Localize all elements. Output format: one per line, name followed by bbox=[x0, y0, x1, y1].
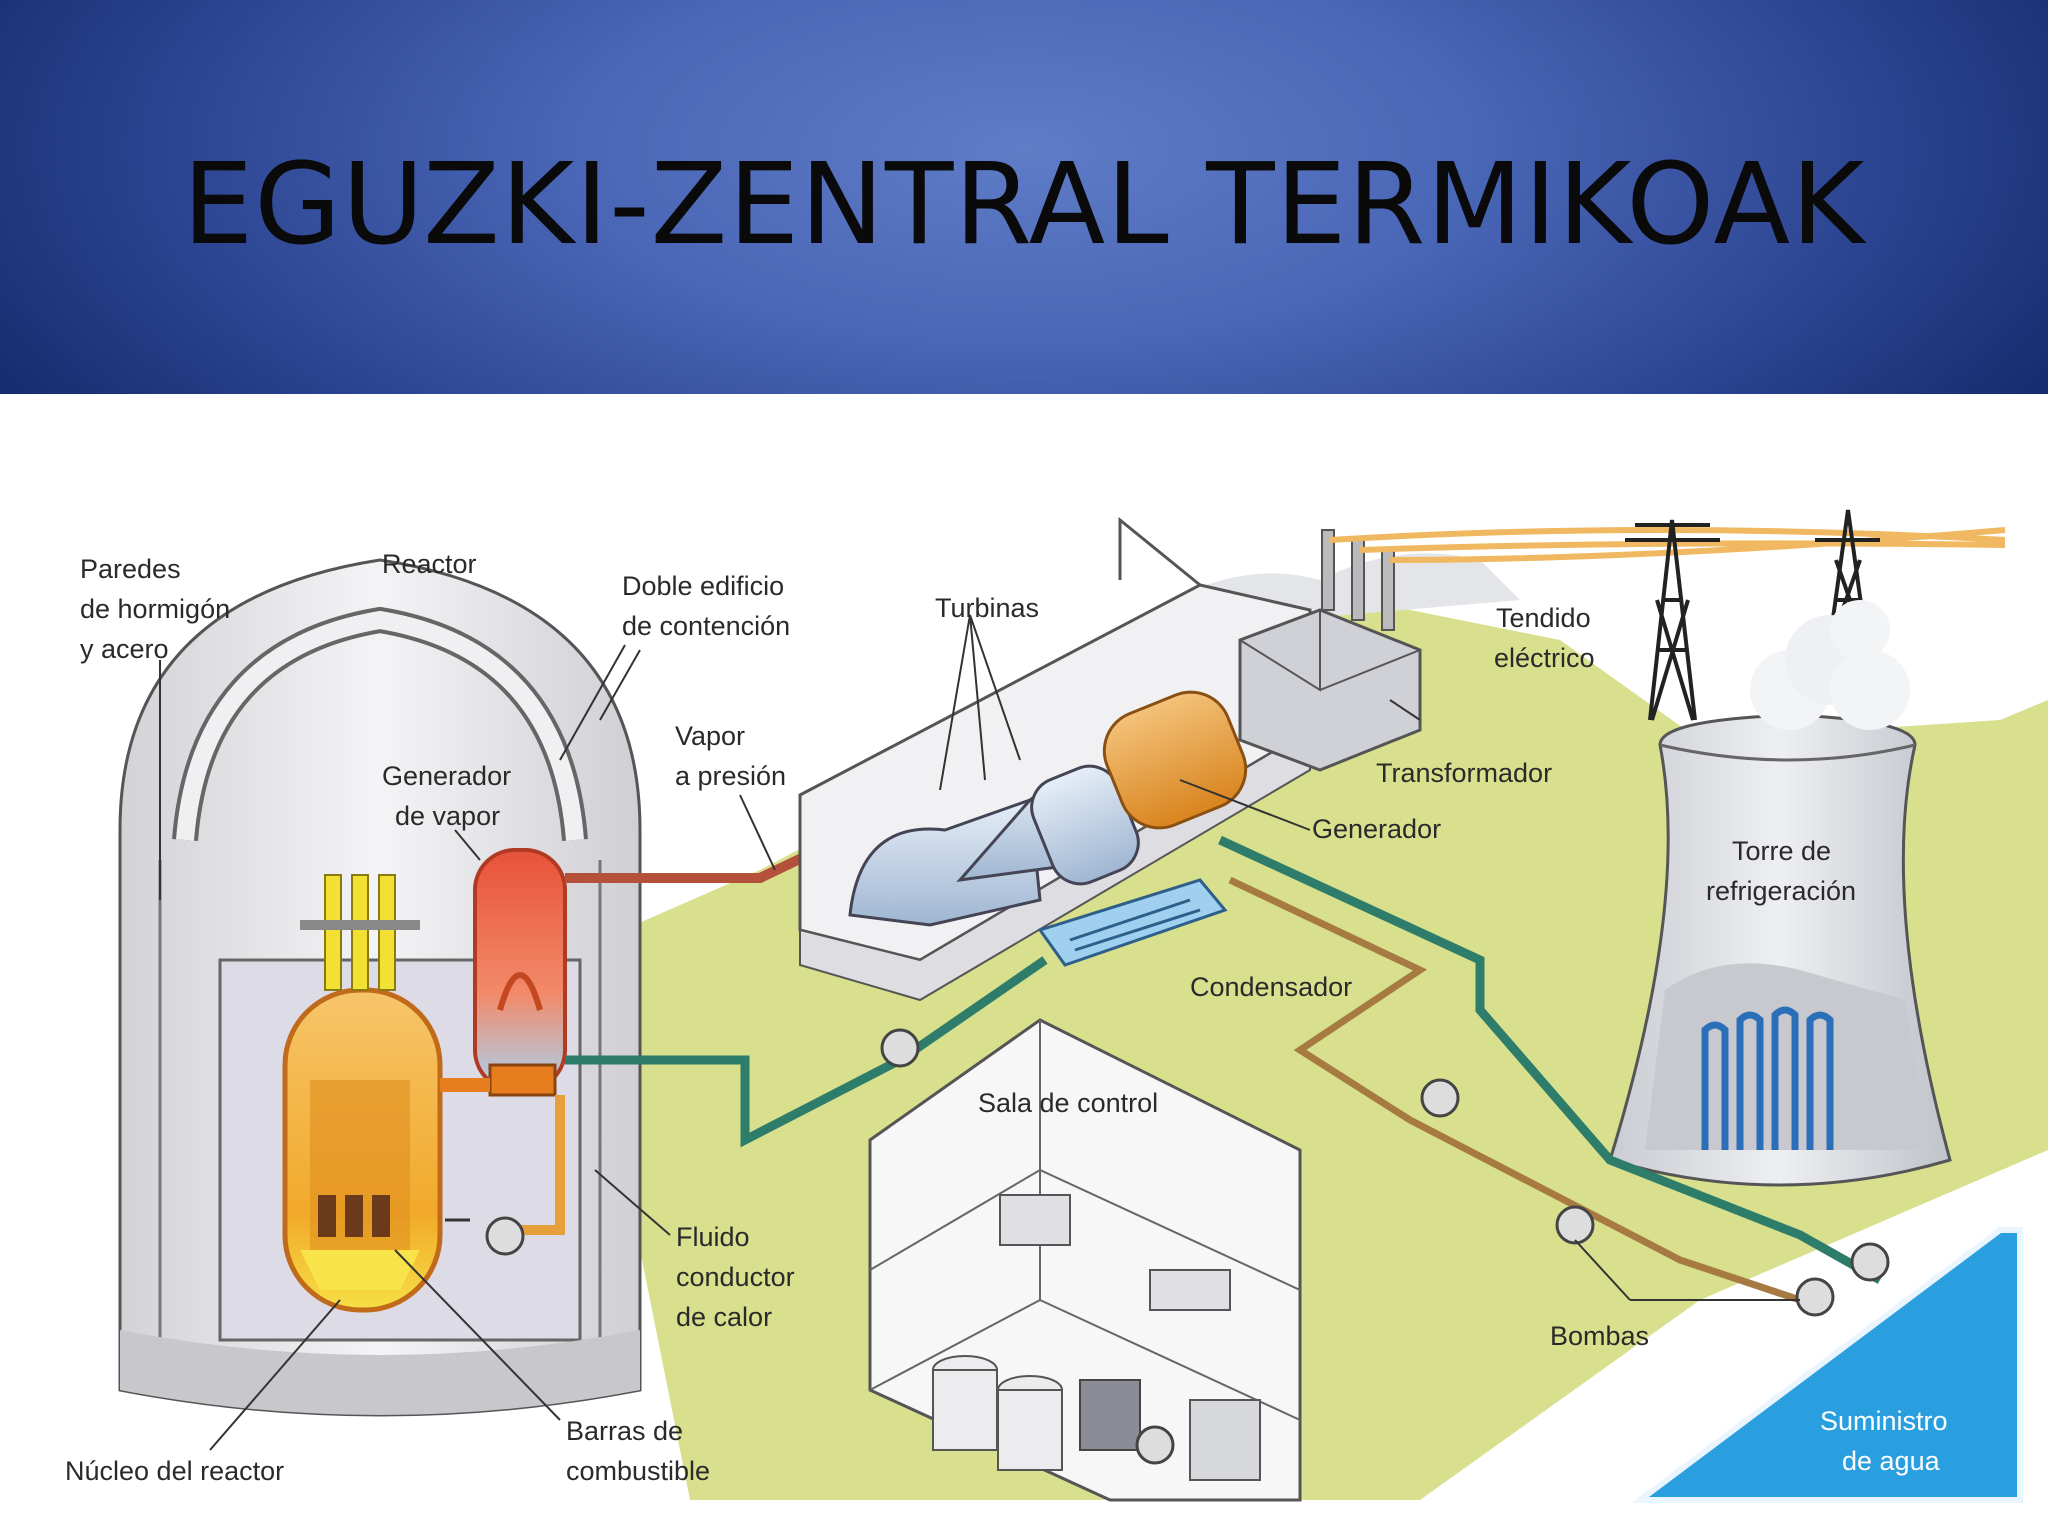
label-doble-edificio: Doble edificio bbox=[622, 571, 784, 601]
nuclear-plant-diagram: Paredes de hormigón y acero Reactor Dobl… bbox=[0, 394, 2048, 1536]
fuel-rod bbox=[372, 1195, 390, 1237]
reactor-building bbox=[120, 560, 640, 1415]
label-doble-edificio: de contención bbox=[622, 611, 790, 641]
pump-icon bbox=[1422, 1080, 1458, 1116]
label-generador-vapor: de vapor bbox=[395, 801, 500, 831]
label-generador: Generador bbox=[1312, 814, 1441, 844]
label-bombas: Bombas bbox=[1550, 1321, 1649, 1351]
label-transformador: Transformador bbox=[1376, 758, 1552, 788]
label-vapor: Vapor bbox=[675, 721, 745, 751]
label-torre: refrigeración bbox=[1706, 876, 1856, 906]
control-rod bbox=[379, 875, 395, 990]
label-suministro: de agua bbox=[1842, 1446, 1941, 1476]
steam-generator bbox=[475, 850, 565, 1090]
label-generador-vapor: Generador bbox=[382, 761, 511, 791]
pump-icon bbox=[1797, 1279, 1833, 1315]
title-banner: EGUZKI-ZENTRAL TERMIKOAK bbox=[0, 0, 2048, 394]
label-paredes: Paredes bbox=[80, 554, 181, 584]
fuel-rod bbox=[318, 1195, 336, 1237]
pump-icon bbox=[1137, 1427, 1173, 1463]
label-torre: Torre de bbox=[1732, 836, 1831, 866]
label-paredes: de hormigón bbox=[80, 594, 230, 624]
label-tendido: Tendido bbox=[1496, 603, 1591, 633]
transformer bbox=[1240, 530, 1420, 770]
pump-icon bbox=[1852, 1244, 1888, 1280]
label-suministro: Suministro bbox=[1820, 1406, 1948, 1436]
label-tendido: eléctrico bbox=[1494, 643, 1595, 673]
label-condensador: Condensador bbox=[1190, 972, 1352, 1002]
label-paredes: y acero bbox=[80, 634, 169, 664]
page-title: EGUZKI-ZENTRAL TERMIKOAK bbox=[0, 140, 2048, 270]
label-fluido: de calor bbox=[676, 1302, 772, 1332]
label-fluido: Fluido bbox=[676, 1222, 750, 1252]
pump-icon bbox=[487, 1218, 523, 1254]
label-barras: Barras de bbox=[566, 1416, 683, 1446]
label-vapor: a presión bbox=[675, 761, 786, 791]
control-rod bbox=[352, 875, 368, 990]
label-barras: combustible bbox=[566, 1456, 710, 1486]
pump-icon bbox=[1557, 1207, 1593, 1243]
label-nucleo: Núcleo del reactor bbox=[65, 1456, 284, 1486]
label-sala-control: Sala de control bbox=[978, 1088, 1158, 1118]
label-reactor: Reactor bbox=[382, 549, 477, 579]
fuel-rod bbox=[345, 1195, 363, 1237]
label-fluido: conductor bbox=[676, 1262, 795, 1292]
control-rod bbox=[325, 875, 341, 990]
pump-icon bbox=[882, 1030, 918, 1066]
label-turbinas: Turbinas bbox=[935, 593, 1039, 623]
